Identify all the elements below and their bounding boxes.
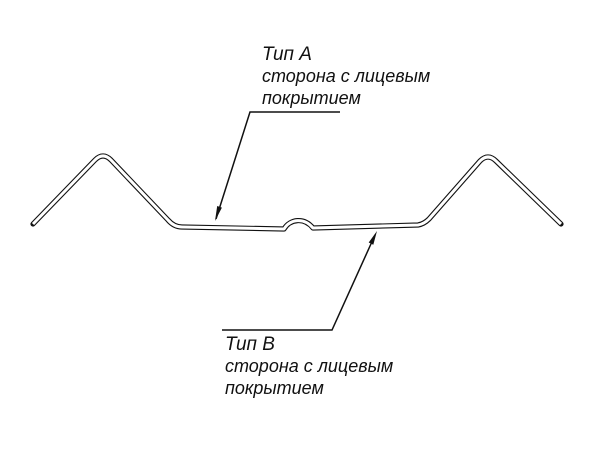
sheet-profile bbox=[30, 153, 564, 232]
type-b-label-line2: покрытием bbox=[225, 378, 324, 398]
type-b-label-title: Тип В bbox=[225, 334, 275, 355]
type-a-label-title: Тип А bbox=[262, 44, 312, 65]
type-b-label-line1: сторона с лицевым bbox=[225, 356, 393, 376]
type-a-label-line1: сторона с лицевым bbox=[262, 66, 430, 86]
type-b-callout: Тип В сторона с лицевым покрытием bbox=[222, 231, 393, 398]
type-a-arrowhead bbox=[215, 206, 222, 221]
type-a-label-line2: покрытием bbox=[262, 88, 361, 108]
sheet-profile-core bbox=[31, 154, 563, 231]
type-b-leader-line bbox=[222, 234, 376, 331]
type-a-leader-line bbox=[215, 111, 340, 220]
type-a-callout: Тип А сторона с лицевым покрытием bbox=[215, 44, 430, 221]
type-b-arrowhead bbox=[368, 231, 377, 245]
sheet-profile-outline bbox=[30, 153, 564, 232]
